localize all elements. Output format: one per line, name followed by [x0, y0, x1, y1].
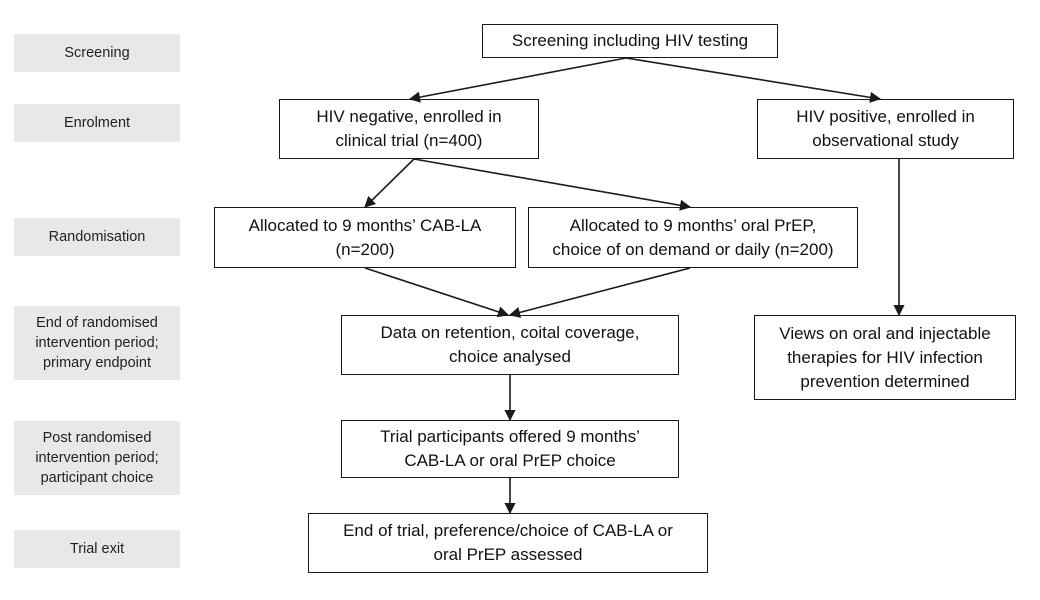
- box-text: Screening including HIV testing: [511, 31, 749, 50]
- box-text: Views on oral and injectable therapies f…: [779, 323, 991, 391]
- stage-label-randomisation: Randomisation: [14, 218, 180, 256]
- stage-label-trial-exit: Trial exit: [14, 530, 180, 568]
- stage-label-text: Screening: [64, 45, 130, 61]
- box-text: Allocated to 9 months’ CAB-LA (n=200): [248, 215, 482, 259]
- box-views: Views on oral and injectable therapies f…: [754, 315, 1016, 400]
- box-data-analysed: Data on retention, coital coverage, choi…: [341, 315, 679, 375]
- stage-label-text: Post randomised intervention period; par…: [35, 430, 159, 486]
- box-text: End of trial, preference/choice of CAB-L…: [343, 521, 673, 564]
- arrow-negative-to-cab-la: [364, 158, 415, 208]
- box-trial-end: End of trial, preference/choice of CAB-L…: [308, 513, 708, 573]
- stage-label-post-randomised-period: Post randomised intervention period; par…: [14, 421, 180, 495]
- box-text: Allocated to 9 months’ oral PrEP, choice…: [552, 215, 834, 259]
- box-hiv-positive: HIV positive, enrolled in observational …: [757, 99, 1014, 159]
- stage-label-screening: Screening: [14, 34, 180, 72]
- stage-label-text: End of randomised intervention period; p…: [35, 315, 159, 371]
- box-hiv-negative: HIV negative, enrolled in clinical trial…: [279, 99, 539, 159]
- arrow-oral-prep-to-data: [508, 267, 691, 318]
- box-text: HIV negative, enrolled in clinical trial…: [316, 107, 502, 150]
- box-text: HIV positive, enrolled in observational …: [796, 107, 975, 150]
- stage-label-text: Randomisation: [48, 229, 146, 245]
- stage-label-end-of-randomised-period: End of randomised intervention period; p…: [14, 306, 180, 380]
- box-screening: Screening including HIV testing: [482, 24, 778, 58]
- arrow-cab-la-to-data: [364, 267, 510, 318]
- stage-label-text: Enrolment: [63, 115, 131, 131]
- arrow-screening-to-positive: [625, 57, 882, 103]
- box-text: Trial participants offered 9 months’ CAB…: [380, 427, 640, 470]
- box-text: Data on retention, coital coverage, choi…: [380, 323, 640, 366]
- stage-label-text: Trial exit: [69, 541, 125, 557]
- box-participants-offered: Trial participants offered 9 months’ CAB…: [341, 420, 679, 478]
- box-cab-la: Allocated to 9 months’ CAB-LA (n=200): [214, 207, 516, 268]
- box-oral-prep: Allocated to 9 months’ oral PrEP, choice…: [528, 207, 858, 268]
- arrow-screening-to-negative: [408, 57, 627, 103]
- stage-label-enrolment: Enrolment: [14, 104, 180, 142]
- arrow-negative-to-oral-prep: [413, 158, 692, 211]
